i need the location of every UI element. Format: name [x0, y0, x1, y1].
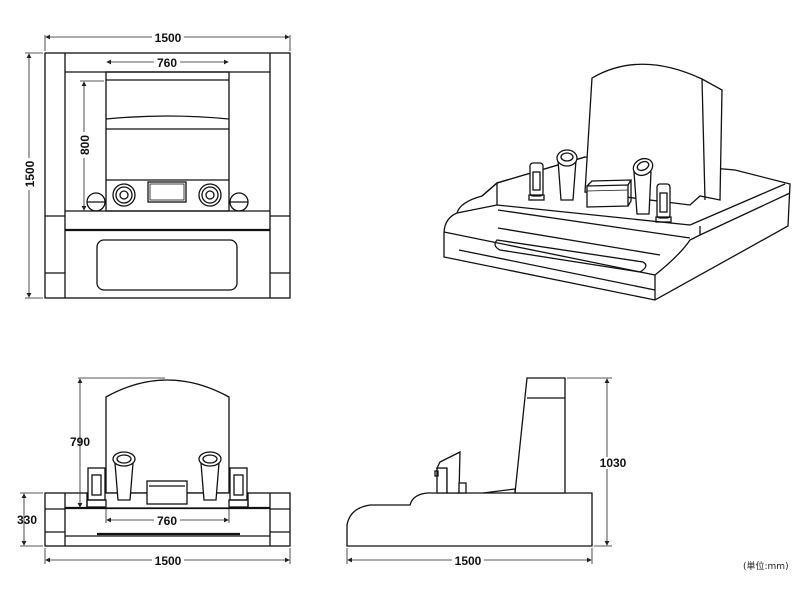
- plan-vase-right: [198, 183, 222, 207]
- plan-width-label: 1500: [155, 31, 182, 45]
- perspective-tray: [494, 239, 647, 273]
- perspective-vase-left: [556, 149, 578, 201]
- plan-incense-box: [147, 181, 187, 203]
- side-view: 1030 1500: [346, 377, 630, 568]
- front-inner-width-label: 760: [157, 514, 177, 528]
- plan-lantern-right: [229, 192, 249, 212]
- plan-stone-area: [105, 71, 230, 212]
- side-vase: [434, 450, 461, 494]
- perspective-incense-box: [586, 184, 629, 208]
- front-stone: [105, 379, 230, 506]
- plan-outline: [44, 52, 291, 299]
- side-base: [346, 492, 593, 547]
- plan-inner-depth-label: 800: [78, 135, 92, 155]
- side-depth-label: 1500: [455, 554, 482, 568]
- side-lantern: [458, 482, 467, 494]
- front-base-height-label: 330: [17, 513, 37, 527]
- perspective-vase-right: [632, 157, 654, 215]
- front-incense-box: [146, 480, 188, 505]
- unit-note: (単位:mm): [743, 560, 789, 572]
- front-lantern-left: [86, 467, 107, 508]
- side-stone: [514, 377, 566, 494]
- perspective-view: [443, 63, 791, 301]
- front-view: 790 330 760 1500: [17, 377, 291, 568]
- plan-vase-left: [112, 183, 136, 207]
- plan-height-label: 1500: [23, 160, 37, 187]
- front-width-label: 1500: [155, 554, 182, 568]
- side-height-label: 1030: [600, 456, 627, 470]
- front-stone-height-label: 790: [70, 435, 90, 449]
- plan-inner-width-label: 760: [157, 56, 177, 70]
- front-lantern-right: [228, 467, 249, 508]
- front-vase-left: [112, 451, 136, 501]
- perspective-stone: [584, 63, 723, 206]
- perspective-lantern-right: [655, 183, 672, 223]
- plan-lantern-left: [86, 192, 106, 212]
- perspective-lantern-left: [528, 162, 545, 201]
- front-vase-right: [198, 451, 222, 501]
- plan-view: 1500 1500 760 800: [22, 31, 291, 299]
- plan-front-tray: [96, 239, 238, 291]
